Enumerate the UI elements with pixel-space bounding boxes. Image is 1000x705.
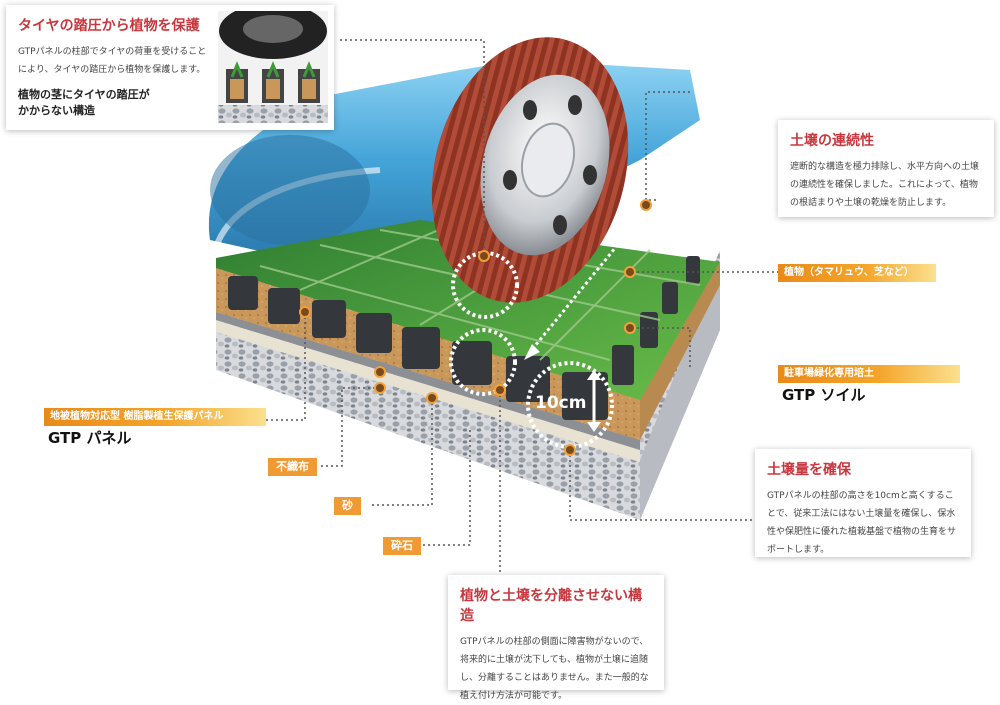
callout-body: GTPパネルの柱部の側面に障害物がないので、将来的に土壌が沈下しても、植物が土壌… [460,637,649,701]
callout-body: GTPパネルの柱部の高さを10cmと高くすることで、従来工法にはない土壌量を確保… [767,491,957,555]
callout-emphasis-1: 植物の茎にタイヤの踏圧が [18,88,150,101]
callout-soil-continuity: 土壌の連続性 遮断的な構造を極力排除し、水平方向への土壌の連続性を確保しました。… [778,120,994,217]
callout-emphasis-2: かからない構造 [18,104,95,117]
leader-dots [299,199,652,456]
callout-body: GTPパネルの柱部でタイヤの荷重を受けることにより、タイヤの踏圧から植物を保護し… [18,47,207,75]
plants-label: 植物（タマリュウ、芝など） [778,264,936,282]
panel-caption: 地被植物対応型 樹脂製植生保護パネル [44,408,266,426]
callout-body: 遮断的な構造を極力排除し、水平方向への土壌の連続性を確保しました。これによって、… [790,162,980,208]
nonwoven-tag: 不織布 [268,458,317,476]
sand-tag: 砂 [334,497,361,515]
panel-product-name: GTP パネル [48,429,132,447]
callout-tire-protection: タイヤの踏圧から植物を保護 GTPパネルの柱部でタイヤの荷重を受けることにより、… [6,5,334,130]
panel-pillars [228,256,700,420]
callout-soil-volume: 土壌量を確保 GTPパネルの柱部の高さを10cmと高くすることで、従来工法にはな… [755,449,971,557]
callout-title: 土壌量を確保 [767,462,851,478]
leader-lines [265,39,778,580]
tire [431,37,629,303]
callout-title: 植物と土壌を分離させない構造 [460,588,642,624]
callout-title: タイヤの踏圧から植物を保護 [18,18,200,34]
tire-cross-section-icon [218,11,328,123]
callout-title: 土壌の連続性 [790,133,874,149]
soil-product-name: GTP ソイル [782,386,866,404]
height-indicator: 10cm [535,370,601,432]
height-label: 10cm [535,393,586,413]
callout-plant-soil-separation: 植物と土壌を分離させない構造 GTPパネルの柱部の側面に障害物がないので、将来的… [448,575,664,701]
soil-caption: 駐車場緑化専用培土 [778,365,960,383]
gravel-tag: 砕石 [383,537,421,555]
